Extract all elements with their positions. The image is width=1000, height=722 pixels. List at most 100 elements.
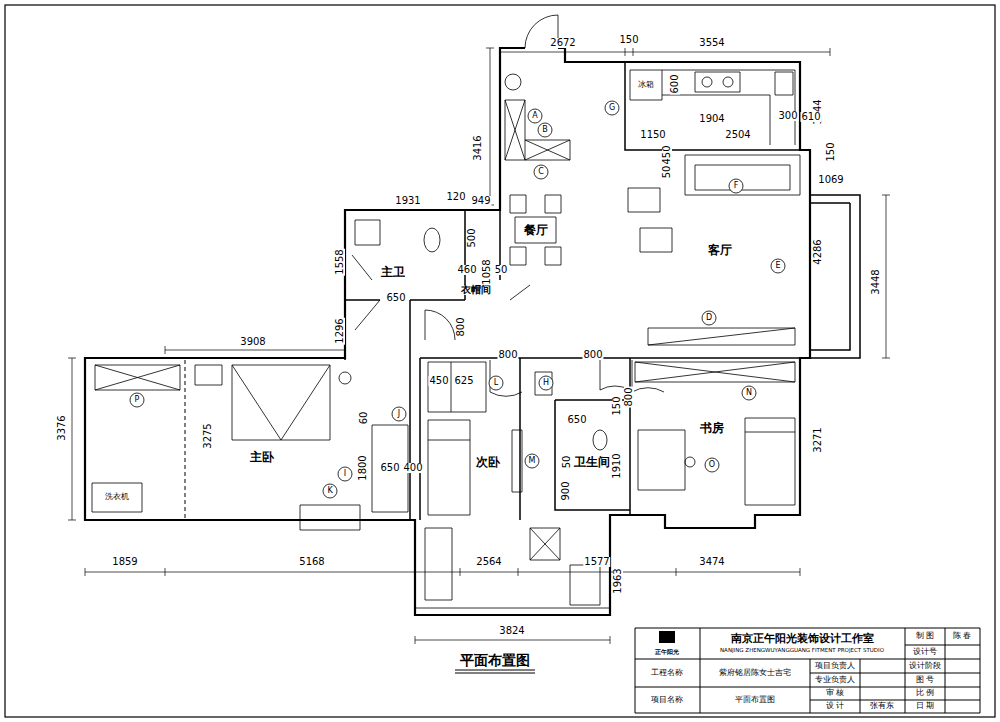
room-name: 客厅 <box>707 244 733 256</box>
dimension: 450 <box>662 144 672 165</box>
view-marker: P <box>134 396 141 404</box>
door <box>355 15 664 396</box>
title-block-cell: 工程名称 <box>650 669 684 677</box>
dimension: 1800 <box>358 454 368 481</box>
toilet <box>593 430 607 450</box>
balcony <box>810 195 860 358</box>
dimension: 3275 <box>203 422 213 449</box>
title-block-cell: 正午阳光 <box>654 649 680 655</box>
dimension: 800 <box>582 350 603 360</box>
dimension: 1910 <box>612 452 622 479</box>
dimension: 1058 <box>482 258 492 285</box>
bed <box>232 365 330 440</box>
dimension: 650 <box>385 293 406 303</box>
dimension: 800 <box>456 316 466 337</box>
dimension: 1558 <box>335 248 345 275</box>
dimension: 450 <box>428 376 449 386</box>
desk <box>512 430 522 492</box>
view-marker: J <box>397 410 401 418</box>
nightstand <box>195 365 222 385</box>
dimension: 1577 <box>583 557 610 567</box>
dimension: 3908 <box>239 337 266 347</box>
title-block-cell: 项目负责人 <box>814 662 856 670</box>
title-block-cell: 陈 春 <box>952 632 973 640</box>
title-block <box>635 628 980 713</box>
title-block-cell: 南京正午阳光装饰设计工作室 <box>730 633 875 644</box>
stove <box>723 77 733 87</box>
dimension: 3376 <box>57 414 67 441</box>
title-block-cell: 图 号 <box>915 676 936 684</box>
dimension: 610 <box>800 112 821 122</box>
title-block-cell: 设计号 <box>912 648 938 656</box>
title-block-cell: 比 例 <box>915 689 936 697</box>
bath-fixture <box>352 220 380 280</box>
wall <box>85 48 810 615</box>
partition <box>185 360 186 520</box>
room-name: 主卫 <box>380 266 406 278</box>
dimension: 625 <box>453 376 474 386</box>
toilet <box>424 228 440 252</box>
dimension: 2504 <box>724 130 751 140</box>
view-marker: A <box>531 112 538 120</box>
view-marker: O <box>708 461 716 469</box>
view-marker: E <box>774 262 781 270</box>
dimension: 900 <box>561 480 571 501</box>
dimension: 800 <box>624 386 634 407</box>
title-block-cell: 专业负责人 <box>814 676 856 684</box>
dimension: 1904 <box>698 114 725 124</box>
room-name: 次卧 <box>475 456 501 468</box>
dimension: 120 <box>445 192 466 202</box>
dimension: 3416 <box>473 134 483 161</box>
title-block-cell: 张有东 <box>869 702 895 710</box>
view-marker-circle <box>130 101 785 498</box>
wardrobe <box>635 362 795 382</box>
dining-set <box>510 195 561 265</box>
view-marker: C <box>537 168 545 176</box>
washer <box>92 483 142 512</box>
view-marker: B <box>541 126 549 134</box>
wardrobe <box>95 365 180 390</box>
dimension: 1069 <box>817 175 844 185</box>
dimension: 150 <box>612 395 622 416</box>
dimension: 949 <box>470 196 491 206</box>
bed <box>428 420 470 515</box>
room-name: 餐厅 <box>523 224 549 236</box>
dimension: 650 <box>566 415 587 425</box>
view-marker: N <box>745 389 753 397</box>
title-block-cell: 审 核 <box>825 689 846 697</box>
cabinet <box>505 100 570 160</box>
dimension: 2564 <box>475 557 502 567</box>
title-block-cell: 设计阶段 <box>908 662 942 670</box>
dimension: 1296 <box>335 317 345 344</box>
room-name: 衣帽间 <box>460 285 492 295</box>
title-block-cell: 日 期 <box>915 702 936 710</box>
dimension: 800 <box>497 350 518 360</box>
dimension: 1150 <box>639 130 666 140</box>
bay-window <box>300 505 360 530</box>
view-marker: F <box>733 182 740 190</box>
dimension: 500 <box>467 227 477 248</box>
dimension-line <box>68 48 890 644</box>
room-name: 书房 <box>699 422 725 434</box>
furniture-label: 洗衣机 <box>104 493 130 501</box>
view-marker: D <box>705 314 713 322</box>
wall <box>345 62 810 520</box>
wardrobe <box>428 362 486 412</box>
dimension: 5168 <box>298 557 325 567</box>
dimension: 50 <box>494 265 509 275</box>
title-block-cell: 项目名称 <box>650 696 684 704</box>
sink <box>535 372 552 395</box>
drawing-title: 平面布置图 <box>460 653 530 667</box>
title-block-cell: 制 图 <box>915 632 936 640</box>
title-block-cell: NANJING ZHENGWUYANGGUANG FITMENT PROJECT… <box>719 648 885 654</box>
view-marker: L <box>493 379 499 387</box>
frame <box>5 5 995 717</box>
view-marker: M <box>528 457 537 465</box>
dimension: 600 <box>670 73 680 94</box>
dimension: 150 <box>826 141 836 162</box>
view-marker: I <box>343 470 347 478</box>
chair <box>685 457 695 467</box>
logo-mark <box>659 631 675 643</box>
dimension: 4286 <box>813 238 823 265</box>
